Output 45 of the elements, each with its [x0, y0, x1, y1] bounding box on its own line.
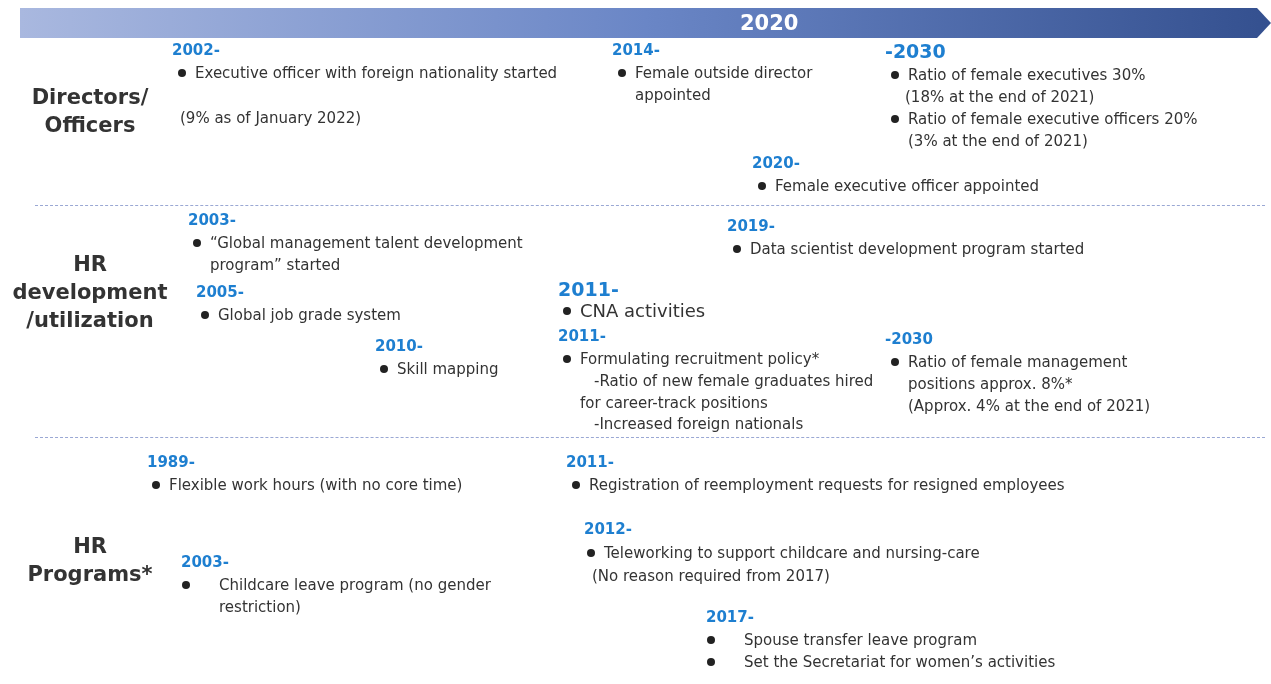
bullet-text: Ratio of female management positions approx. 8%* [908, 352, 1129, 395]
note-text: -Ratio of new female graduates hired for career-track positions [580, 371, 875, 414]
year-label: 2014- [612, 40, 660, 60]
year-label: 2011- [558, 326, 606, 346]
note-text: (3% at the end of 2021) [908, 131, 1088, 152]
bullet-text: Registration of reemployment requests for resigned employees [589, 475, 1065, 496]
bullet-text: Teleworking to support childcare and nursing-care [604, 543, 980, 564]
note-text: -Increased foreign nationals [594, 414, 804, 435]
bullet-text: Childcare leave program (no gender restriction) [219, 575, 492, 618]
year-label: 2003- [181, 552, 229, 572]
timeline-year: 2020 [740, 10, 799, 36]
year-label: 2010- [375, 336, 423, 356]
note-text: (9% as of January 2022) [180, 108, 362, 129]
year-label: 2011- [558, 278, 619, 300]
bullet-text: Female executive officer appointed [775, 176, 1040, 197]
bullet-text: Data scientist development program started [750, 239, 1085, 260]
year-label: 2011- [566, 452, 614, 472]
year-label: -2030 [885, 40, 946, 62]
year-label: 2005- [196, 282, 244, 302]
bullet-text: Spouse transfer leave program [744, 630, 978, 651]
note-text: (Approx. 4% at the end of 2021) [908, 396, 1151, 417]
bullet-text: Skill mapping [397, 359, 499, 380]
bullet-text: “Global management talent development program” started [210, 233, 524, 276]
bullet-text: Global job grade system [218, 305, 401, 326]
year-label: -2030 [885, 329, 933, 349]
year-label: 2002- [172, 40, 220, 60]
row-heading: Directors/ Officers [30, 84, 150, 139]
bullet-text: Ratio of female executives 30% [908, 65, 1146, 86]
year-label: 1989- [147, 452, 195, 472]
bullet-text: CNA activities [580, 300, 706, 322]
bullet-text: Ratio of female executive officers 20% [908, 109, 1198, 130]
bullet-text: Executive officer with foreign nationality started [195, 63, 559, 84]
row-heading: HR development /utilization [11, 251, 169, 334]
row-heading: HR Programs* [26, 533, 154, 588]
year-label: 2012- [584, 519, 632, 539]
note-text: (No reason required from 2017) [592, 566, 830, 587]
bullet-text: Set the Secretariat for women’s activities [744, 652, 1056, 673]
year-label: 2019- [727, 216, 775, 236]
bullet-text: Flexible work hours (with no core time) [169, 475, 463, 496]
year-label: 2017- [706, 607, 754, 627]
year-label: 2003- [188, 210, 236, 230]
bullet-text: Formulating recruitment policy* [580, 349, 820, 370]
year-label: 2020- [752, 153, 800, 173]
note-text: (18% at the end of 2021) [905, 87, 1095, 108]
bullet-text: Female outside director appointed [635, 63, 814, 106]
